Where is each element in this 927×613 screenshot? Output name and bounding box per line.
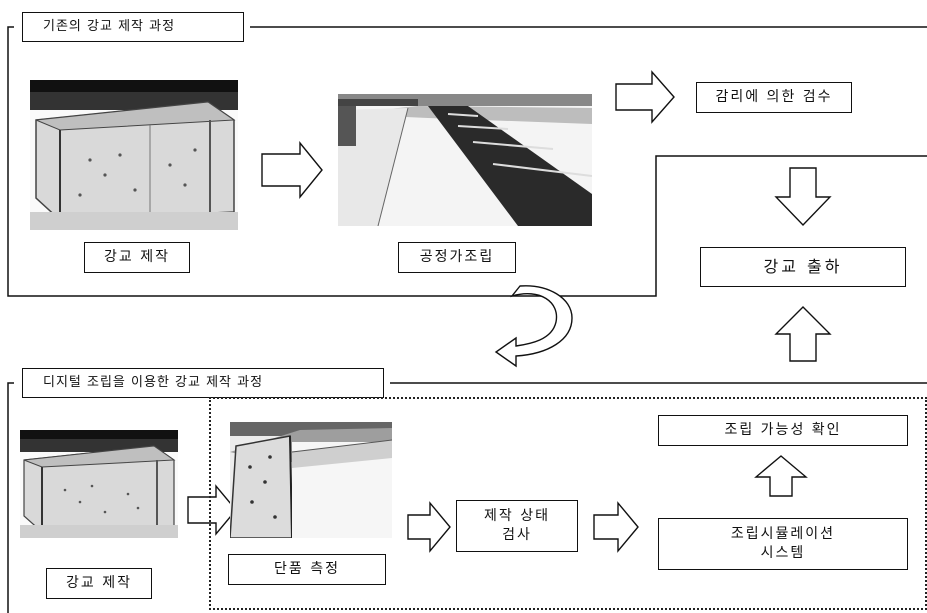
curved-arrow-icon bbox=[496, 286, 572, 366]
factory-assembly-photo bbox=[338, 94, 592, 226]
factory-assembly-label: 공정가조립 bbox=[398, 242, 516, 273]
steel-fabrication-label: 강교 제작 bbox=[84, 242, 190, 273]
right-arrow-icon bbox=[616, 72, 674, 122]
down-arrow-icon bbox=[776, 168, 830, 225]
supervisor-inspection-label: 감리에 의한 검수 bbox=[696, 82, 852, 113]
up-arrow-icon bbox=[776, 307, 830, 361]
assembly-simulation-label: 조립시뮬레이션 시스템 bbox=[658, 518, 908, 570]
part-measurement-photo bbox=[230, 422, 392, 538]
steel-girder-photo bbox=[30, 80, 238, 230]
part-measurement-label: 단품 측정 bbox=[228, 554, 386, 585]
bottom-section-title: 디지털 조립을 이용한 강교 제작 과정 bbox=[22, 368, 384, 398]
right-arrow-icon bbox=[262, 143, 322, 197]
assembly-feasibility-label: 조립 가능성 확인 bbox=[658, 415, 908, 446]
steel-girder-photo-bottom bbox=[20, 430, 178, 538]
steel-shipment-label: 강교 출하 bbox=[700, 247, 906, 287]
fabrication-status-check-label: 제작 상태 검사 bbox=[456, 500, 578, 552]
top-section-title: 기존의 강교 제작 과정 bbox=[22, 12, 244, 42]
steel-fabrication-label-bottom: 강교 제작 bbox=[46, 568, 152, 599]
